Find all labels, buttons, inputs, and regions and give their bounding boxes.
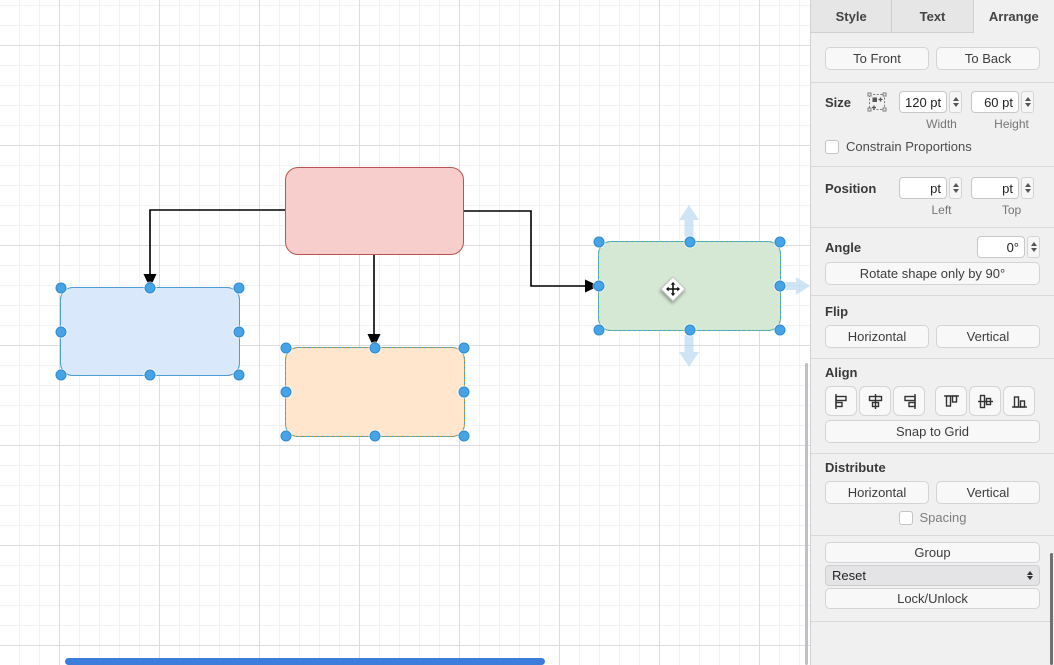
canvas[interactable] [0, 0, 810, 665]
vertical-scrollbar[interactable] [805, 363, 808, 665]
direction-arrow-right-icon[interactable] [785, 277, 810, 295]
format-tabbar: Style Text Arrange [811, 0, 1054, 33]
angle-stepper[interactable] [1027, 236, 1040, 258]
selection-handle[interactable] [458, 386, 470, 398]
selection-handle[interactable] [55, 326, 67, 337]
position-top-input[interactable] [971, 177, 1019, 199]
to-front-button[interactable]: To Front [825, 47, 929, 70]
size-label: Size [825, 94, 852, 110]
height-sublabel: Height [994, 117, 1029, 131]
selection-handle[interactable] [593, 280, 605, 292]
autosize-icon[interactable] [867, 92, 889, 112]
selection-handle[interactable] [233, 326, 245, 337]
selection-handle[interactable] [593, 324, 605, 336]
selection-handle[interactable] [233, 369, 245, 381]
width-sublabel: Width [926, 117, 957, 131]
left-sublabel: Left [931, 203, 952, 217]
selection-handle[interactable] [684, 236, 695, 248]
reset-select-value: Reset [832, 568, 866, 583]
tab-arrange[interactable]: Arrange [988, 8, 1039, 24]
blue-rounded-rectangle[interactable] [55, 282, 245, 381]
connector-red-to-green[interactable] [464, 210, 587, 287]
tab-style[interactable]: Style [811, 0, 893, 33]
spacing-label: Spacing [919, 510, 967, 525]
snap-to-grid-button[interactable]: Snap to Grid [825, 420, 1040, 443]
selection-handle[interactable] [774, 324, 786, 336]
align-label: Align [825, 365, 858, 380]
selection-handle[interactable] [233, 282, 245, 294]
selection-handle[interactable] [774, 236, 786, 248]
constrain-proportions-label: Constrain Proportions [846, 139, 972, 154]
selection-handle[interactable] [280, 430, 292, 442]
green-rounded-rectangle[interactable] [593, 236, 786, 336]
align-right-icon[interactable] [893, 386, 925, 416]
selection-handle[interactable] [144, 282, 156, 294]
align-left-icon[interactable] [825, 386, 857, 416]
flip-label: Flip [825, 304, 849, 319]
move-cursor-icon [660, 276, 686, 302]
format-panel: Style Text Arrange To Front To Back Size [810, 0, 1054, 665]
direction-arrow-down-icon[interactable] [679, 335, 699, 367]
position-left-input[interactable] [899, 177, 947, 199]
height-input[interactable] [971, 91, 1019, 113]
width-input[interactable] [899, 91, 947, 113]
position-top-stepper[interactable] [1021, 177, 1034, 199]
position-label: Position [825, 180, 877, 196]
selection-handle[interactable] [369, 430, 381, 442]
angle-input[interactable] [977, 236, 1025, 258]
selection-handle[interactable] [280, 386, 292, 398]
align-top-icon[interactable] [935, 386, 967, 416]
selection-handle[interactable] [144, 369, 156, 381]
rotate-90-button[interactable]: Rotate shape only by 90° [825, 262, 1040, 285]
align-center-horizontal-icon[interactable] [859, 386, 891, 416]
selection-handle[interactable] [458, 342, 470, 354]
selection-handle[interactable] [684, 324, 695, 336]
selection-handle[interactable] [593, 236, 605, 248]
group-button[interactable]: Group [825, 542, 1040, 563]
connector-red-to-blue[interactable] [149, 209, 285, 276]
width-stepper[interactable] [949, 91, 962, 113]
lock-unlock-button[interactable]: Lock/Unlock [825, 588, 1040, 609]
constrain-proportions-checkbox[interactable] [825, 139, 839, 154]
flip-vertical-button[interactable]: Vertical [936, 325, 1040, 348]
reset-select[interactable]: Reset [825, 565, 1040, 586]
distribute-horizontal-button[interactable]: Horizontal [825, 481, 929, 504]
align-middle-vertical-icon[interactable] [969, 386, 1001, 416]
distribute-vertical-button[interactable]: Vertical [936, 481, 1040, 504]
height-stepper[interactable] [1021, 91, 1034, 113]
orange-rounded-rectangle[interactable] [280, 342, 470, 442]
flip-horizontal-button[interactable]: Horizontal [825, 325, 929, 348]
selection-handle[interactable] [280, 342, 292, 354]
tab-text[interactable]: Text [892, 0, 974, 33]
to-back-button[interactable]: To Back [936, 47, 1040, 70]
angle-label: Angle [825, 239, 862, 255]
select-updown-icon [1027, 571, 1033, 580]
red-rounded-rectangle[interactable] [285, 167, 464, 255]
direction-arrow-up-icon[interactable] [679, 205, 699, 237]
align-bottom-icon[interactable] [1003, 386, 1035, 416]
horizontal-scrollbar[interactable] [65, 658, 545, 665]
panel-scrollbar[interactable] [1050, 553, 1053, 665]
distribute-label: Distribute [825, 460, 886, 475]
selection-handle[interactable] [458, 430, 470, 442]
selection-handle[interactable] [55, 282, 67, 294]
spacing-checkbox[interactable] [898, 510, 913, 525]
top-sublabel: Top [1001, 203, 1022, 217]
selection-handle[interactable] [774, 280, 786, 292]
selection-handle[interactable] [55, 369, 67, 381]
selection-handle[interactable] [369, 342, 381, 354]
position-left-stepper[interactable] [949, 177, 962, 199]
